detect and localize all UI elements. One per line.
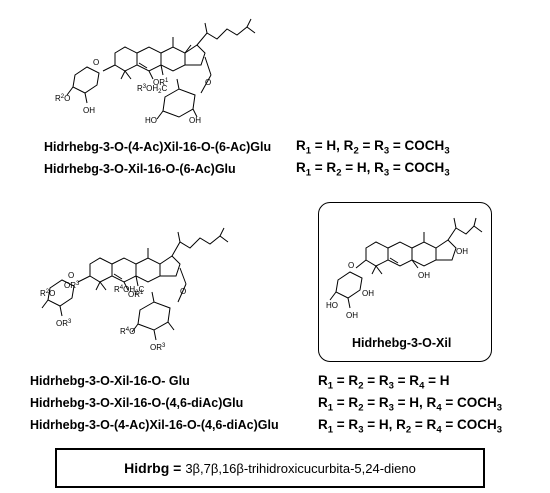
compound-name-top-1: Hidrhebg-3-O-(4-Ac)Xil-16-O-(6-Ac)Glu bbox=[44, 140, 272, 154]
svg-text:OH: OH bbox=[418, 271, 430, 280]
svg-text:O: O bbox=[68, 271, 74, 280]
formula-bottom-1: R1 = R2 = R3 = R4 = H bbox=[318, 373, 450, 392]
svg-text:HO: HO bbox=[326, 301, 338, 310]
boxed-structure-frame bbox=[318, 202, 492, 362]
definition-text: 3β,7β,16β-trihidroxicucurbita-5,24-dieno bbox=[185, 460, 416, 476]
svg-text:OH: OH bbox=[83, 106, 95, 115]
svg-text:OR3: OR3 bbox=[64, 281, 80, 290]
svg-text:R3OH2C: R3OH2C bbox=[137, 84, 167, 95]
svg-text:R2O: R2O bbox=[40, 289, 55, 298]
svg-text:R4O: R4O bbox=[120, 327, 135, 336]
svg-text:O: O bbox=[205, 78, 211, 87]
formula-top-1: R1 = H, R2 = R3 = COCH3 bbox=[296, 138, 450, 157]
compound-name-bottom-3: Hidrhebg-3-O-(4-Ac)Xil-16-O-(4,6-diAc)Gl… bbox=[30, 418, 279, 432]
structure-top-diagram: OR1 R3OH2C R2O OH O O OH HO bbox=[55, 5, 295, 125]
svg-text:OR3: OR3 bbox=[56, 319, 72, 328]
svg-text:OH: OH bbox=[456, 247, 468, 256]
svg-text:OH: OH bbox=[346, 311, 358, 320]
svg-text:OR3: OR3 bbox=[150, 343, 166, 352]
structure-top-svg: OR1 R3OH2C R2O OH O O OH HO bbox=[55, 18, 256, 125]
compound-name-top-2: Hidrhebg-3-O-Xil-16-O-(6-Ac)Glu bbox=[44, 162, 236, 176]
definition-box: Hidrbg = 3β,7β,16β-trihidroxicucurbita-5… bbox=[55, 448, 485, 488]
compound-name-bottom-1: Hidrhebg-3-O-Xil-16-O- Glu bbox=[30, 374, 190, 388]
formula-bottom-3: R1 = R3 = H, R2 = R4 = COCH3 bbox=[318, 417, 503, 436]
svg-text:R4OH2C: R4OH2C bbox=[114, 285, 144, 296]
formula-bottom-2: R1 = R2 = R3 = H, R4 = COCH3 bbox=[318, 395, 503, 414]
svg-text:HO: HO bbox=[145, 116, 157, 125]
formula-top-2: R1 = R2 = H, R3 = COCH3 bbox=[296, 160, 450, 179]
structure-box-diagram: OH OH O HO OH OH bbox=[326, 210, 486, 330]
svg-text:O: O bbox=[93, 58, 99, 67]
structure-mid-diagram: OR1 R4OH2C R2O OR3 OR3 O O R4O OR3 bbox=[40, 222, 240, 357]
svg-text:O: O bbox=[180, 287, 186, 296]
svg-text:OH: OH bbox=[189, 116, 201, 125]
structure-box-svg: OH OH O HO OH OH bbox=[326, 217, 483, 320]
svg-text:OR1: OR1 bbox=[128, 290, 144, 299]
or1-label: OR1 bbox=[153, 78, 169, 87]
svg-text:R2O: R2O bbox=[55, 94, 70, 103]
structure-mid-svg: OR1 R4OH2C R2O OR3 OR3 O O R4O OR3 bbox=[40, 227, 229, 352]
svg-text:O: O bbox=[348, 261, 354, 270]
svg-text:OH: OH bbox=[362, 289, 374, 298]
compound-name-bottom-2: Hidrhebg-3-O-Xil-16-O-(4,6-diAc)Glu bbox=[30, 396, 244, 410]
definition-abbr: Hidrbg = bbox=[124, 460, 182, 476]
boxed-structure-name: Hidrhebg-3-O-Xil bbox=[352, 336, 452, 350]
